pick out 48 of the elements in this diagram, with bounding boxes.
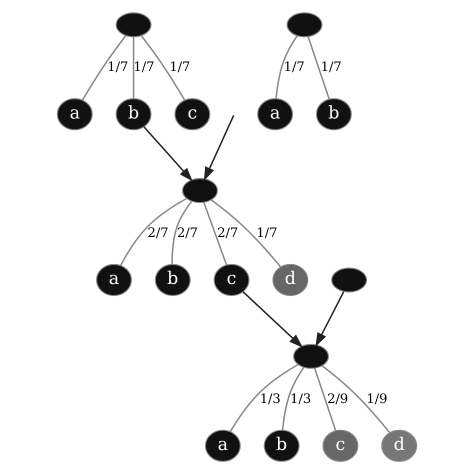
connector xyxy=(275,35,298,99)
arrow xyxy=(204,115,234,181)
edge-label: 1/7 xyxy=(320,60,342,76)
node-ellipse: b xyxy=(116,98,152,130)
connector xyxy=(322,365,390,434)
node-ellipse: a xyxy=(96,264,132,296)
node-ellipse: c xyxy=(214,264,250,296)
arrow xyxy=(242,291,303,348)
edge-label: 1/7 xyxy=(133,60,154,76)
edge-label: 1/7 xyxy=(169,60,190,76)
node-circle xyxy=(331,267,368,293)
connector xyxy=(132,36,134,99)
edge-label: 1/3 xyxy=(260,392,281,407)
node-ellipse: b xyxy=(316,98,352,130)
node-ellipse: b xyxy=(264,430,300,462)
connector xyxy=(140,35,186,100)
connector xyxy=(314,368,336,431)
connector xyxy=(282,366,304,430)
node-ellipse: c xyxy=(174,98,210,130)
node-ellipse: a xyxy=(56,98,93,130)
connector xyxy=(120,198,187,266)
arrow xyxy=(315,291,344,347)
connector xyxy=(210,199,282,268)
connector xyxy=(82,35,126,100)
node-ellipse: c xyxy=(322,430,358,462)
edge-label: 1/7 xyxy=(107,60,128,76)
node-ellipse: d xyxy=(272,264,308,296)
connector xyxy=(307,36,330,100)
edge-label: 2/7 xyxy=(217,226,238,241)
node-ellipse: d xyxy=(381,430,418,462)
node-ellipse: a xyxy=(257,98,294,130)
edge-label: 2/7 xyxy=(176,226,198,241)
edge-label: 2/9 xyxy=(327,392,348,407)
node-ellipse: b xyxy=(154,264,191,296)
edge-label: 2/7 xyxy=(148,226,169,241)
edge-label: 1/7 xyxy=(284,60,305,76)
node-circle xyxy=(286,12,322,38)
arrow xyxy=(143,126,193,182)
node-circle xyxy=(182,178,218,204)
connector xyxy=(230,364,298,432)
node-circle xyxy=(116,12,152,38)
node-circle xyxy=(293,344,329,369)
edge-label: 1/7 xyxy=(256,226,278,241)
node-ellipse: a xyxy=(204,430,241,462)
edge-label: 1/9 xyxy=(366,392,388,407)
connector xyxy=(171,200,192,264)
connector xyxy=(203,202,228,266)
edge-label: 1/3 xyxy=(290,392,312,407)
